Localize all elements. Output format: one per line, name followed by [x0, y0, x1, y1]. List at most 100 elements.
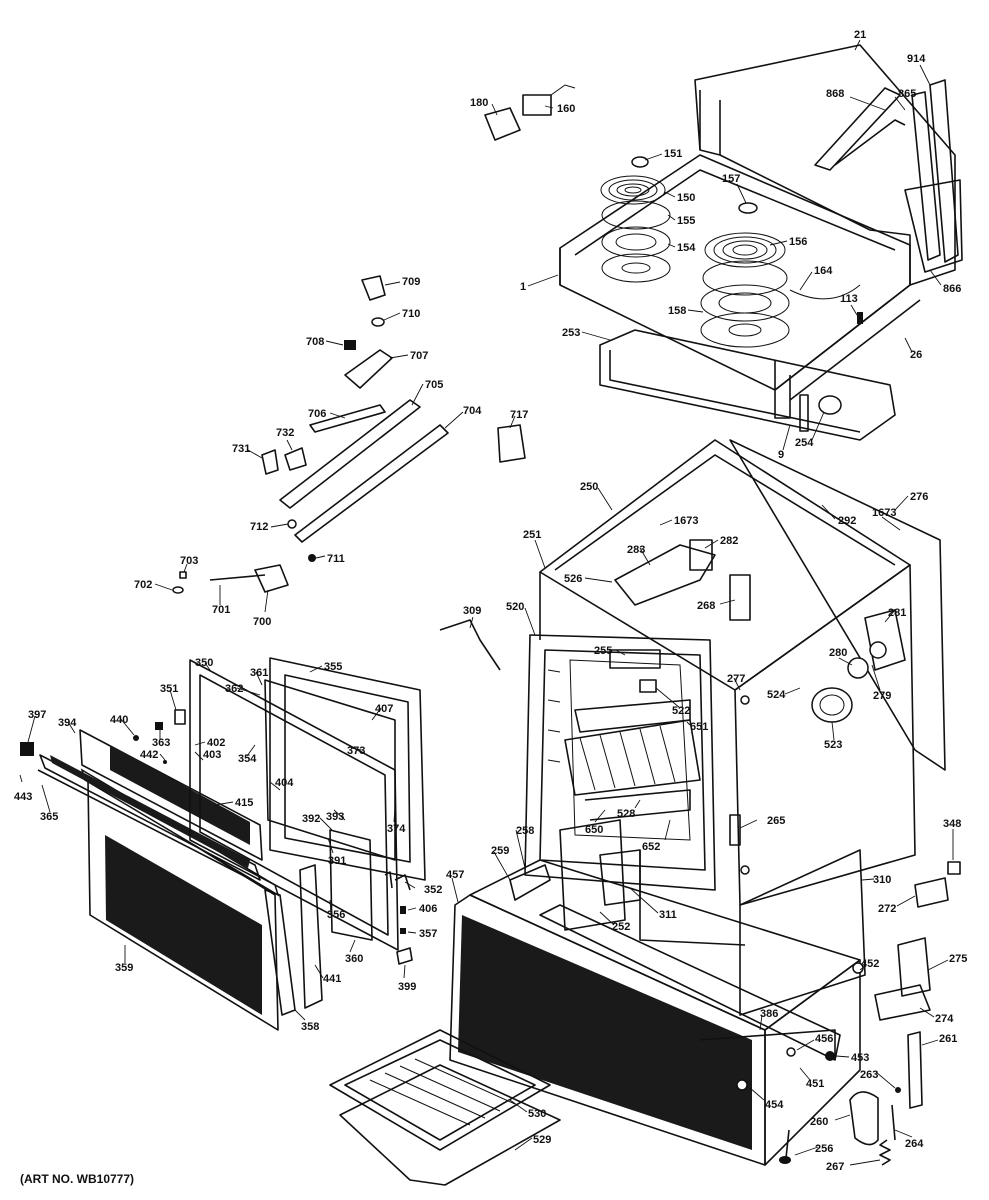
cooktop-assembly [484, 44, 963, 441]
callout-283: 283 [627, 544, 645, 556]
callout-865: 865 [898, 88, 916, 100]
callout-357: 357 [419, 928, 437, 940]
callout-703: 703 [180, 555, 198, 567]
callout-403: 403 [203, 749, 221, 761]
callout-709: 709 [402, 276, 420, 288]
callout-440: 440 [110, 714, 128, 726]
callout-712: 712 [250, 521, 268, 533]
callout-652: 652 [642, 841, 660, 853]
callout-261: 261 [939, 1033, 957, 1045]
callout-356: 356 [327, 909, 345, 921]
callout-457: 457 [446, 869, 464, 881]
callout-394: 394 [58, 717, 77, 729]
callout-451: 451 [806, 1078, 824, 1090]
callout-151: 151 [664, 148, 682, 160]
callout-452: 452 [861, 958, 879, 970]
callout-113: 113 [840, 293, 858, 305]
callout-150: 150 [677, 192, 695, 204]
leader-lines [19, 39, 954, 1166]
controls-group [172, 275, 449, 594]
callout-443: 443 [14, 791, 32, 803]
callout-361: 361 [250, 667, 268, 679]
oven-body [439, 424, 946, 1016]
callout-265: 265 [767, 815, 785, 827]
callout-355: 355 [324, 661, 342, 673]
callout-155: 155 [677, 215, 695, 227]
callout-373: 373 [347, 745, 365, 757]
callout-520: 520 [506, 601, 524, 613]
callout-275: 275 [949, 953, 967, 965]
callout-363: 363 [152, 737, 170, 749]
callout-255: 255 [594, 645, 612, 657]
callout-393: 393 [326, 811, 344, 823]
callout-391: 391 [328, 855, 346, 867]
callout-707: 707 [410, 350, 428, 362]
callout-263: 263 [860, 1069, 878, 1081]
callout-256: 256 [815, 1143, 833, 1155]
callout-386: 386 [760, 1008, 778, 1020]
callout-26: 26 [910, 349, 922, 361]
callout-407: 407 [375, 703, 393, 715]
callout-1673-right: 1673 [872, 507, 896, 519]
callout-522: 522 [672, 705, 690, 717]
callout-1673-left: 1673 [674, 515, 698, 527]
callout-523: 523 [824, 739, 842, 751]
callout-282: 282 [720, 535, 738, 547]
callout-267: 267 [826, 1161, 844, 1173]
callout-914: 914 [907, 53, 926, 65]
callout-650: 650 [585, 824, 603, 836]
callout-258: 258 [516, 825, 534, 837]
callout-399: 399 [398, 981, 416, 993]
callout-441: 441 [323, 973, 341, 985]
callout-731: 731 [232, 443, 250, 455]
callout-365: 365 [40, 811, 58, 823]
callout-354: 354 [238, 753, 257, 765]
callout-251: 251 [523, 529, 541, 541]
callout-272: 272 [878, 903, 896, 915]
callout-279: 279 [873, 690, 891, 702]
callout-708: 708 [306, 336, 324, 348]
callout-704: 704 [463, 405, 482, 417]
callout-180: 180 [470, 97, 488, 109]
callout-350: 350 [195, 657, 213, 669]
callout-276: 276 [910, 491, 928, 503]
callout-868: 868 [826, 88, 844, 100]
hinge-parts [779, 861, 961, 1166]
art-number: (ART NO. WB10777) [20, 1172, 134, 1186]
callout-280: 280 [829, 647, 847, 659]
callout-157: 157 [722, 173, 740, 185]
callout-264: 264 [905, 1138, 924, 1150]
callout-158: 158 [668, 305, 686, 317]
callout-351: 351 [160, 683, 178, 695]
callout-702: 702 [134, 579, 152, 591]
callout-706: 706 [308, 408, 326, 420]
callout-524: 524 [767, 689, 786, 701]
callout-260: 260 [810, 1116, 828, 1128]
callout-277: 277 [727, 673, 745, 685]
callout-156: 156 [789, 236, 807, 248]
callout-651: 651 [690, 721, 708, 733]
callout-359: 359 [115, 962, 133, 974]
callout-711: 711 [327, 553, 345, 565]
callout-281: 281 [888, 607, 906, 619]
callout-358: 358 [301, 1021, 319, 1033]
callout-453: 453 [851, 1052, 869, 1064]
callout-456: 456 [815, 1033, 833, 1045]
callout-374: 374 [387, 823, 406, 835]
callout-274: 274 [935, 1013, 954, 1025]
callout-362: 362 [225, 683, 243, 695]
callout-529: 529 [533, 1134, 551, 1146]
callout-717: 717 [510, 409, 528, 421]
broiler-pan [329, 1029, 561, 1186]
callout-352: 352 [424, 884, 442, 896]
callout-311: 311 [659, 909, 677, 921]
callout-866: 866 [943, 283, 961, 295]
callout-415: 415 [235, 797, 253, 809]
callout-164: 164 [814, 265, 833, 277]
callout-309: 309 [463, 605, 481, 617]
callout-labels: 21 914 868 865 180 160 151 157 150 155 1… [14, 29, 967, 1173]
callout-253: 253 [562, 327, 580, 339]
callout-392: 392 [302, 813, 320, 825]
callout-530: 530 [528, 1108, 546, 1120]
callout-292: 292 [838, 515, 856, 527]
